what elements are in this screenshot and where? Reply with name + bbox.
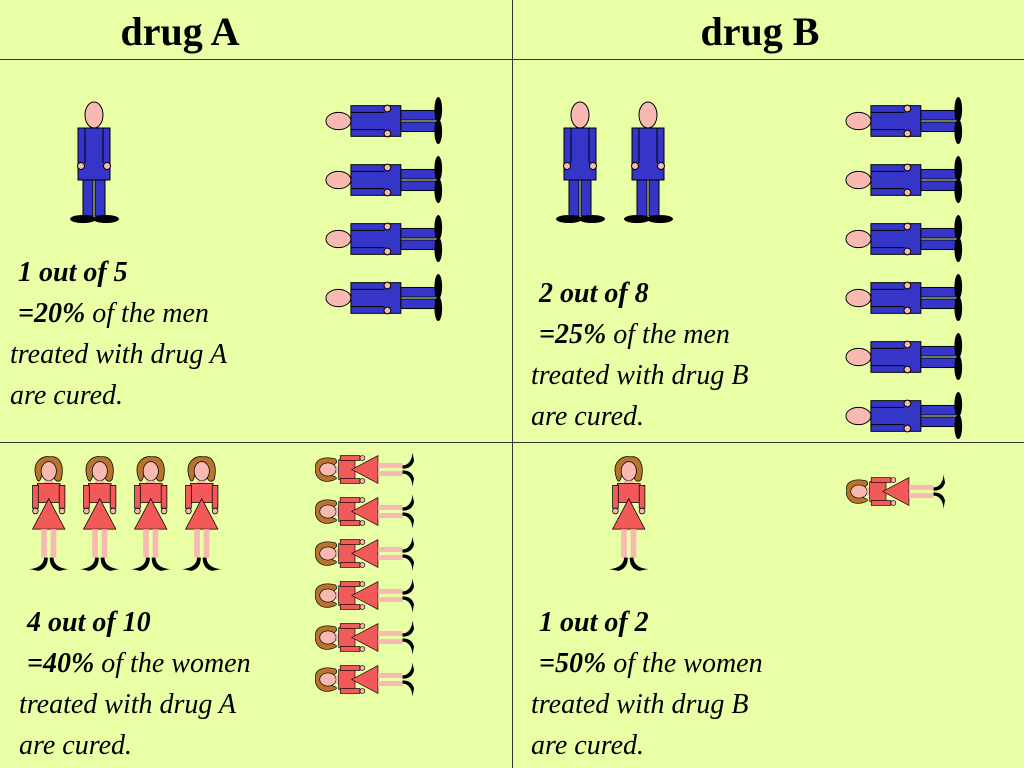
stat-treatment: treated with drug B: [531, 689, 749, 720]
stat-count: 2 out of 8: [539, 278, 649, 309]
stat-outcome: are cured.: [19, 730, 132, 761]
stat-subject: of the women: [606, 648, 763, 679]
woman-figure-icon: [846, 474, 946, 509]
stat-treatment: treated with drug A: [19, 689, 236, 720]
stat-men-drug-b: 2 out of 8 =25% of the men treated with …: [531, 273, 749, 437]
woman-figure-icon: [28, 456, 69, 571]
stat-outcome: are cured.: [531, 730, 644, 761]
man-figure-icon: [624, 101, 673, 223]
stat-percent: =40%: [27, 648, 95, 679]
stat-outcome: are cured.: [10, 380, 123, 411]
stat-men-drug-a: 1 out of 5 =20% of the men treated with …: [10, 252, 227, 416]
column-header-drug-b: drug B: [700, 9, 820, 54]
man-figure-icon: [845, 274, 963, 322]
stat-treatment: treated with drug B: [531, 360, 749, 391]
woman-figure-icon: [130, 456, 171, 571]
man-figure-icon: [845, 156, 963, 204]
woman-figure-icon: [315, 536, 415, 571]
man-figure-icon: [845, 97, 963, 145]
man-figure-icon: [845, 215, 963, 263]
stat-treatment: treated with drug A: [10, 339, 227, 370]
stat-subject: of the men: [606, 319, 730, 350]
stat-women-drug-a: 4 out of 10 =40% of the women treated wi…: [19, 602, 251, 766]
column-header-drug-a: drug A: [120, 9, 240, 54]
woman-figure-icon: [315, 452, 415, 487]
woman-figure-icon: [315, 662, 415, 697]
man-figure-icon: [325, 97, 443, 145]
man-figure-icon: [325, 215, 443, 263]
woman-figure-icon: [608, 456, 649, 571]
row-divider: [0, 442, 1024, 443]
stat-women-drug-b: 1 out of 2 =50% of the women treated wit…: [531, 602, 763, 766]
header-divider: [0, 59, 1024, 60]
man-figure-icon: [845, 333, 963, 381]
woman-figure-icon: [79, 456, 120, 571]
stat-subject: of the men: [85, 298, 209, 329]
man-figure-icon: [845, 392, 963, 440]
woman-figure-icon: [315, 494, 415, 529]
stat-outcome: are cured.: [531, 401, 644, 432]
woman-figure-icon: [181, 456, 222, 571]
man-figure-icon: [556, 101, 605, 223]
woman-figure-icon: [315, 620, 415, 655]
man-figure-icon: [70, 101, 119, 223]
stat-count: 4 out of 10: [27, 607, 151, 638]
stat-count: 1 out of 2: [539, 607, 649, 638]
man-figure-icon: [325, 274, 443, 322]
stat-percent: =20%: [18, 298, 86, 329]
stat-percent: =25%: [539, 319, 607, 350]
woman-figure-icon: [315, 578, 415, 613]
vertical-divider: [512, 0, 513, 768]
stat-count: 1 out of 5: [18, 257, 128, 288]
man-figure-icon: [325, 156, 443, 204]
stat-subject: of the women: [94, 648, 251, 679]
stat-percent: =50%: [539, 648, 607, 679]
